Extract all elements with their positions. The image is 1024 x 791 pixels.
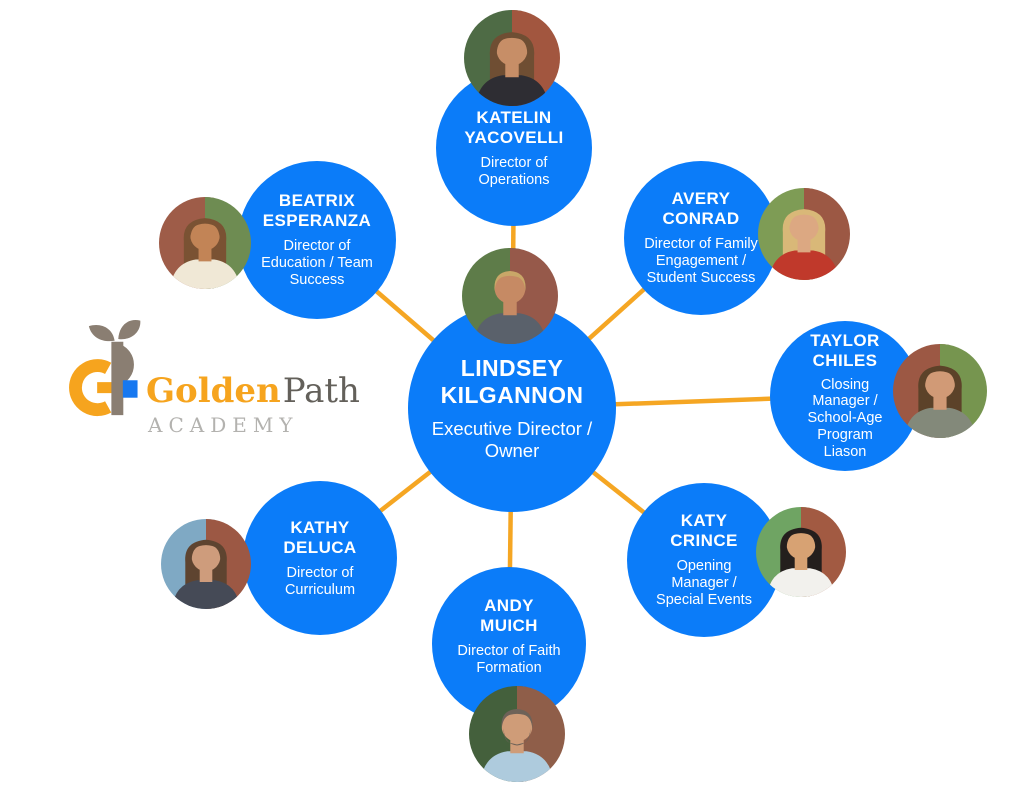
member-title: Director of Education / Team Success [261,238,373,288]
member-photo-katy-crince [756,507,846,597]
member-text-block: BEATRIX ESPERANZA Director of Education … [252,191,382,289]
member-photo-beatrix-esperanza [159,197,251,289]
member-title: Director of Family Engagement / Student … [644,236,758,286]
member-photo-katelin-yacovelli [464,10,560,106]
member-title: Director of Curriculum [284,564,356,598]
member-name: BEATRIX ESPERANZA [262,191,372,231]
org-node-lindsey-kilgannon: LINDSEY KILGANNON Executive Director / O… [408,304,616,512]
member-name: ANDY MUICH [480,595,538,635]
org-node-avery-conrad: AVERY CONRAD Director of Family Engageme… [624,161,778,315]
logo-leaf-left-icon [88,324,115,342]
org-node-katy-crince: KATY CRINCE Opening Manager / Special Ev… [627,483,781,637]
logo-leaf-right-icon [118,320,141,340]
member-photo-taylor-chiles [893,344,987,438]
member-name: AVERY CONRAD [662,189,740,229]
member-text-block: KATHY DELUCA Director of Curriculum [267,518,373,599]
logo-p-bowl [115,343,134,386]
golden-path-logo-mark [69,320,141,417]
logo-word-academy: ACADEMY [148,413,299,437]
logo-wordmark: GoldenPath [146,374,360,408]
org-node-beatrix-esperanza: BEATRIX ESPERANZA Director of Education … [238,161,396,319]
member-title: Director of Operations [478,154,550,188]
member-name: TAYLOR CHILES [810,331,880,371]
member-text-block: TAYLOR CHILES Closing Manager / School-A… [793,331,898,460]
member-title: Opening Manager / Special Events [656,558,752,608]
member-text-block: KATY CRINCE Opening Manager / Special Ev… [649,511,759,609]
member-name: LINDSEY KILGANNON [440,354,584,409]
member-text-block: ANDY MUICH Director of Faith Formation [439,596,579,677]
member-name: KATELIN YACOVELLI [464,107,564,147]
logo-word-golden: Golden [146,371,281,411]
logo-blue-accent [122,380,138,398]
member-name: KATY CRINCE [670,511,738,551]
org-node-kathy-deluca: KATHY DELUCA Director of Curriculum [243,481,397,635]
member-text-block: LINDSEY KILGANNON Executive Director / O… [408,355,616,461]
member-name: KATHY DELUCA [283,517,357,557]
member-photo-avery-conrad [758,188,850,280]
member-title: Executive Director / Owner [431,418,593,461]
logo-word-path: Path [282,371,360,411]
member-photo-kathy-deluca [161,519,251,609]
member-photo-andy-muich [469,686,565,782]
member-text-block: AVERY CONRAD Director of Family Engageme… [642,189,760,287]
member-title: Closing Manager / School-Age Program Lia… [807,376,883,460]
member-photo-lindsey-kilgannon [462,248,558,344]
member-text-block: KATELIN YACOVELLI Director of Operations [452,108,577,189]
member-title: Director of Faith Formation [457,642,561,676]
logo-g-arc [69,359,112,417]
